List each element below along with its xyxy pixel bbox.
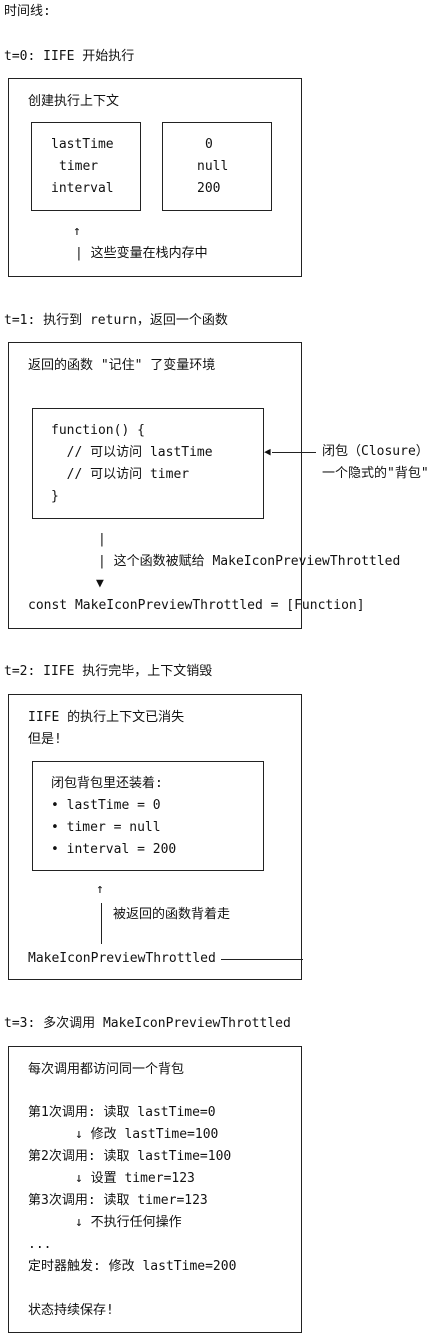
t0-var-values-box: 0 null 200 — [162, 122, 272, 211]
t2-line-2: 但是! — [28, 732, 62, 747]
t3-call-line-4: ↓ 设置 timer=123 — [28, 1171, 195, 1186]
t2-backpack-item-2: • timer = null — [51, 820, 161, 835]
t1-code-line-1: function() { — [51, 423, 145, 438]
page-title: 时间线: — [4, 4, 51, 19]
t1-return-box: 返回的函数 "记住" 了变量环境 function() { // 可以访问 la… — [8, 342, 400, 629]
t3-call-line-6: ↓ 不执行任何操作 — [28, 1215, 182, 1230]
t3-box-title: 每次调用都访问同一个背包 — [28, 1062, 185, 1077]
t1-pipe: | — [98, 532, 106, 547]
t3-call-line-7: ... — [28, 1237, 52, 1252]
closure-arrow-line — [272, 452, 316, 453]
t0-var-value-interval: 200 — [197, 181, 221, 196]
t3-call-line-1: 第1次调用: 读取 lastTime=0 — [28, 1105, 216, 1120]
t2-heading: t=2: IIFE 执行完毕，上下文销毁 — [4, 664, 213, 679]
t2-connector-line — [101, 903, 102, 944]
t1-heading: t=1: 执行到 return，返回一个函数 — [4, 313, 228, 328]
t1-assign-note: | 这个函数被赋给 MakeIconPreviewThrottled — [98, 554, 401, 569]
t3-call-line-8: 定时器触发: 修改 lastTime=200 — [28, 1259, 237, 1274]
t3-call-line-3: 第2次调用: 读取 lastTime=100 — [28, 1149, 232, 1164]
t2-backpack-box: 闭包背包里还装着: • lastTime = 0 • timer = null … — [32, 761, 264, 871]
t3-call-line-5: 第3次调用: 读取 timer=123 — [28, 1193, 208, 1208]
t1-code-line-2: // 可以访问 lastTime — [51, 445, 213, 460]
t0-stack-note: | 这些变量在栈内存中 — [75, 246, 208, 261]
t0-var-name-interval: interval — [51, 181, 114, 196]
t0-var-names-box: lastTime timer interval — [31, 122, 141, 211]
t2-backpack-title: 闭包背包里还装着: — [51, 776, 163, 791]
closure-arrow-left-icon: ◀ — [264, 445, 271, 458]
t0-var-name-timer: timer — [59, 159, 99, 174]
t0-up-arrow-icon: ↑ — [73, 224, 81, 239]
t0-box-title: 创建执行上下文 — [28, 94, 120, 109]
t0-var-value-timer: null — [197, 159, 229, 174]
t1-code-line-4: } — [51, 489, 59, 504]
t0-var-value-lasttime: 0 — [205, 137, 213, 152]
t1-const-line: const MakeIconPreviewThrottled = [Functi… — [28, 598, 365, 613]
t3-heading: t=3: 多次调用 MakeIconPreviewThrottled — [4, 1016, 291, 1031]
t1-code-line-3: // 可以访问 timer — [51, 467, 190, 482]
t0-var-name-lasttime: lastTime — [51, 137, 114, 152]
t2-up-arrow-icon: ↑ — [96, 882, 104, 897]
t2-carry-note: 被返回的函数背着走 — [113, 907, 231, 922]
t0-context-box: 创建执行上下文 lastTime timer interval 0 null 2… — [8, 78, 302, 277]
t1-function-box: function() { // 可以访问 lastTime // 可以访问 ti… — [32, 408, 264, 519]
t3-call-line-2: ↓ 修改 lastTime=100 — [28, 1127, 219, 1142]
t1-box-title: 返回的函数 "记住" 了变量环境 — [28, 358, 216, 373]
t3-footer: 状态持续保存! — [28, 1303, 114, 1318]
t1-down-arrow-icon: ▼ — [96, 576, 104, 591]
t2-backpack-item-3: • interval = 200 — [51, 842, 177, 857]
t3-calls-box: 每次调用都访问同一个背包 第1次调用: 读取 lastTime=0 ↓ 修改 l… — [8, 1046, 302, 1333]
t2-func-name: MakeIconPreviewThrottled — [28, 951, 216, 966]
closure-label: 闭包（Closure） — [322, 444, 429, 459]
t2-func-pointer-line — [221, 959, 303, 960]
t2-line-1: IIFE 的执行上下文已消失 — [28, 710, 185, 725]
t2-context-box: IIFE 的执行上下文已消失 但是! 闭包背包里还装着: • lastTime … — [8, 694, 303, 980]
t2-backpack-item-1: • lastTime = 0 — [51, 798, 161, 813]
closure-sub-label: 一个隐式的"背包" — [322, 466, 429, 481]
t0-heading: t=0: IIFE 开始执行 — [4, 49, 135, 64]
